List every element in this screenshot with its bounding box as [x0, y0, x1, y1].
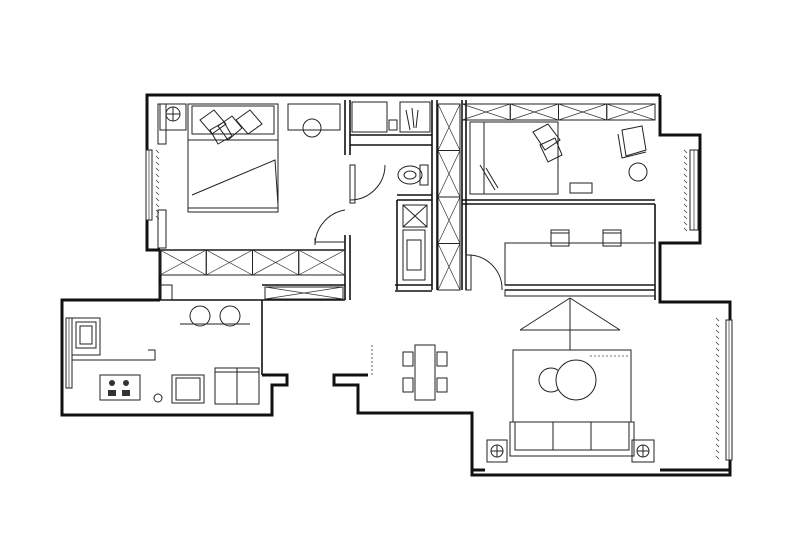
side-cabinet: [437, 103, 461, 291]
lamp-icon: [486, 439, 508, 463]
dining-area: [371, 344, 448, 401]
sink-icon: [402, 229, 426, 281]
top-cabinet: [461, 103, 656, 121]
shower-icon: [388, 107, 419, 131]
lamp-icon: [165, 106, 181, 122]
armchair-icon: [617, 125, 647, 159]
outer-walls: [60, 93, 732, 477]
kitchen-cabinet: [264, 286, 344, 300]
interior-walls: [160, 100, 656, 375]
toilet-icon: [397, 164, 429, 186]
second-bedroom: [437, 103, 656, 291]
windows: [65, 149, 733, 461]
sofa-icon: [509, 421, 635, 457]
chair-icon: [550, 229, 570, 247]
stove-icon: [108, 380, 130, 396]
kitchen: [72, 284, 344, 405]
pillow-icon: [199, 109, 263, 145]
lamp-icon: [631, 439, 655, 463]
bathroom: [349, 101, 431, 281]
pillow-icon: [532, 123, 563, 163]
sink-icon: [75, 321, 97, 349]
wardrobe: [159, 249, 346, 276]
living-room: [486, 289, 656, 463]
chair-icon: [602, 229, 622, 247]
window-hatch: [155, 149, 720, 460]
master-bedroom: [157, 103, 346, 276]
